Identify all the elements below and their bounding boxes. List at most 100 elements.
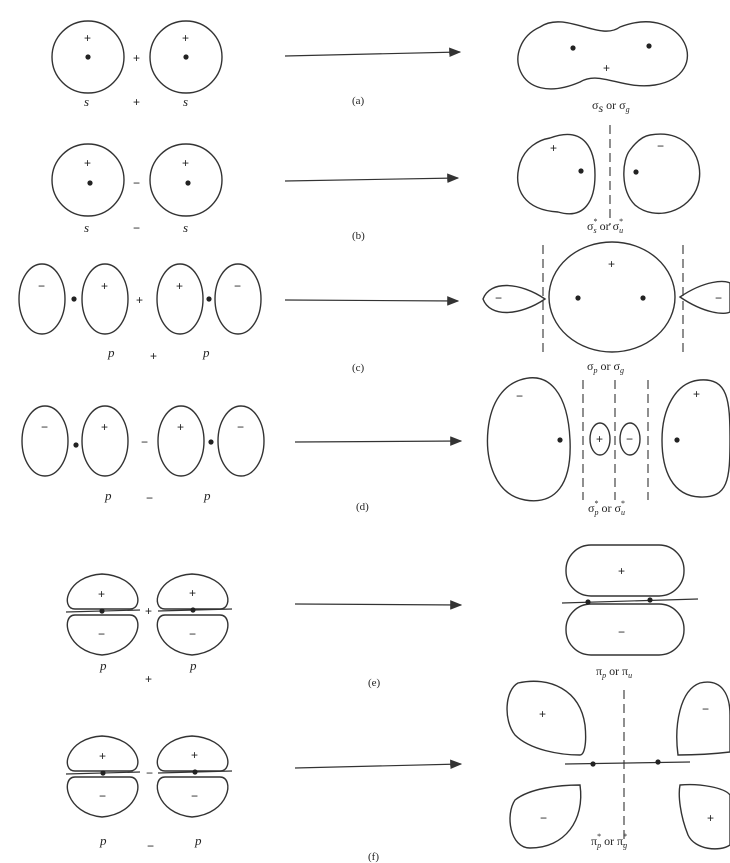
internuclear-axis bbox=[562, 599, 698, 603]
nucleus bbox=[99, 608, 104, 613]
result-label: πp or πu bbox=[596, 664, 632, 680]
row-c: − + + + − p + p (c) + − − σp or σg bbox=[19, 242, 730, 375]
result-label: σp or σg bbox=[587, 359, 624, 375]
antibonding-lobe bbox=[507, 681, 586, 755]
operator-label: + bbox=[150, 349, 157, 363]
plus-sign: + bbox=[539, 707, 546, 721]
plus-sign: + bbox=[84, 156, 91, 170]
internuclear-axis bbox=[565, 762, 690, 764]
operator-label: − bbox=[133, 221, 140, 235]
p-lobe bbox=[218, 406, 264, 476]
nucleus bbox=[674, 437, 679, 442]
s-orbital-right bbox=[150, 144, 222, 216]
minus-sign: − bbox=[234, 279, 241, 293]
minus-sign: − bbox=[540, 811, 547, 825]
plus-sign: + bbox=[707, 811, 714, 825]
minus-sign: − bbox=[657, 139, 664, 153]
reaction-arrow bbox=[285, 52, 460, 56]
orbital-label-right: p bbox=[203, 488, 211, 503]
operator-label: + bbox=[145, 672, 152, 686]
panel-label: (f) bbox=[368, 851, 379, 863]
orbital-label-right: p bbox=[194, 833, 202, 848]
orbital-label-right: p bbox=[202, 345, 210, 360]
plus-sign: + bbox=[99, 749, 106, 763]
orbital-label-left: p bbox=[107, 345, 115, 360]
nucleus bbox=[183, 54, 188, 59]
antibonding-lobe bbox=[677, 682, 730, 755]
minus-sign: − bbox=[98, 627, 105, 641]
operator-sign: − bbox=[133, 176, 140, 190]
nucleus bbox=[85, 54, 90, 59]
plus-sign: + bbox=[101, 420, 108, 434]
minus-sign: − bbox=[618, 625, 625, 639]
nucleus bbox=[87, 180, 92, 185]
minus-sign: − bbox=[626, 432, 633, 446]
sigma-bonding-lobe bbox=[518, 22, 687, 89]
orbital-label-left: p bbox=[99, 833, 107, 848]
panel-label: (a) bbox=[352, 95, 365, 107]
plus-sign: + bbox=[618, 564, 625, 578]
nucleus bbox=[185, 180, 190, 185]
p-lobe bbox=[158, 406, 204, 476]
orbital-label-left: s bbox=[84, 220, 89, 235]
row-f: + − − + − p − p (f) + − − + π*p or π*g bbox=[66, 681, 730, 863]
operator-sign: + bbox=[133, 51, 140, 65]
operator-sign: − bbox=[146, 766, 153, 780]
operator-sign: + bbox=[145, 604, 152, 618]
minus-sign: − bbox=[715, 291, 722, 305]
orbital-label-left: p bbox=[104, 488, 112, 503]
minus-sign: − bbox=[702, 702, 709, 716]
operator-label: + bbox=[133, 95, 140, 109]
plus-sign: + bbox=[693, 387, 700, 401]
nucleus bbox=[73, 442, 78, 447]
nucleus bbox=[633, 169, 638, 174]
result-label: σ*s or σ*u bbox=[587, 217, 623, 235]
minus-sign: − bbox=[99, 789, 106, 803]
operator-label: − bbox=[146, 491, 153, 505]
minus-sign: − bbox=[41, 420, 48, 434]
nucleus bbox=[208, 439, 213, 444]
antibonding-lobe bbox=[679, 785, 730, 849]
plus-sign: + bbox=[550, 141, 557, 155]
orbital-label-right: s bbox=[183, 220, 188, 235]
nucleus bbox=[206, 296, 211, 301]
nucleus bbox=[647, 597, 652, 602]
operator-sign: + bbox=[136, 293, 143, 307]
panel-label: (d) bbox=[356, 501, 369, 513]
nucleus bbox=[100, 770, 105, 775]
plus-sign: + bbox=[176, 279, 183, 293]
plus-sign: + bbox=[191, 748, 198, 762]
plus-sign: + bbox=[596, 432, 603, 446]
row-e: + − + + − p + p (e) + − πp or πu bbox=[66, 545, 698, 689]
plus-sign: + bbox=[98, 587, 105, 601]
nucleus bbox=[585, 599, 590, 604]
plus-sign: + bbox=[189, 586, 196, 600]
nucleus bbox=[646, 43, 651, 48]
reaction-arrow bbox=[295, 441, 461, 442]
minus-sign: − bbox=[189, 627, 196, 641]
minus-sign: − bbox=[516, 389, 523, 403]
p-lobe bbox=[82, 406, 128, 476]
p-lobe bbox=[157, 264, 203, 334]
nucleus bbox=[590, 761, 595, 766]
plus-sign: + bbox=[182, 156, 189, 170]
reaction-arrow bbox=[295, 764, 461, 768]
nucleus bbox=[570, 45, 575, 50]
p-lobe bbox=[22, 406, 68, 476]
minus-sign: − bbox=[38, 279, 45, 293]
minus-sign: − bbox=[495, 291, 502, 305]
minus-sign: − bbox=[191, 789, 198, 803]
small-back-lobe bbox=[680, 281, 730, 313]
row-d: − + − + − p − p (d) − + − + σ*p or σ*u bbox=[22, 378, 730, 517]
operator-sign: − bbox=[141, 435, 148, 449]
reaction-arrow bbox=[285, 300, 458, 301]
nucleus bbox=[192, 769, 197, 774]
panel-label: (c) bbox=[352, 362, 365, 374]
plus-sign: + bbox=[84, 31, 91, 45]
nucleus bbox=[190, 607, 195, 612]
orbital-label-right: s bbox=[183, 94, 188, 109]
small-back-lobe bbox=[483, 285, 545, 312]
panel-label: (b) bbox=[352, 230, 365, 242]
plus-sign: + bbox=[182, 31, 189, 45]
